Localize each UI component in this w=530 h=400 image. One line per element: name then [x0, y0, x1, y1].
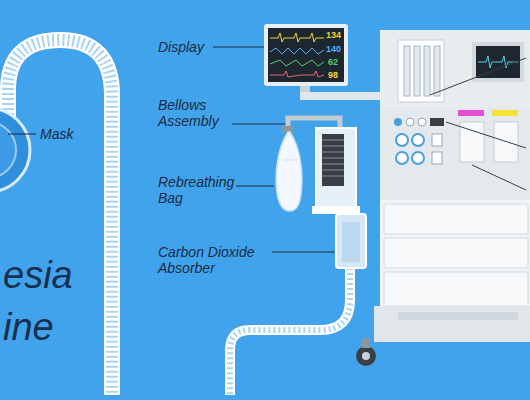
co2-absorber: [336, 214, 366, 268]
rebreathing-bag: [276, 132, 302, 211]
title-fragment: esia: [3, 254, 73, 298]
vaporizer-tag: [492, 110, 518, 116]
bellows-pipe: [288, 118, 340, 128]
bellows-base: [312, 206, 360, 214]
control-panel: [380, 108, 530, 200]
absorber-granules: [342, 222, 360, 262]
leader-line: [232, 124, 290, 125]
part-label: Mask: [40, 126, 73, 142]
vital-reading: 134: [326, 30, 341, 40]
part-label: Carbon Dioxide Absorber: [158, 244, 270, 276]
wheel-stem: [362, 338, 370, 348]
lower-hose-ribs: [230, 268, 350, 395]
monitor-screen: [268, 28, 344, 82]
machine-screen: [476, 46, 520, 78]
leader-line: [472, 165, 526, 190]
bellows-housing: [316, 128, 356, 208]
waveform: [270, 33, 324, 42]
vital-reading: 62: [328, 57, 338, 67]
part-label: Display: [158, 39, 204, 55]
leader-line: [236, 186, 274, 187]
waveform: [270, 48, 324, 54]
waveform: [270, 60, 324, 66]
machine-base: [374, 306, 530, 342]
part-label: Bellows Assembly: [158, 97, 236, 129]
bag-fold: [283, 160, 297, 161]
waveform: [478, 56, 518, 68]
drawers: [384, 204, 528, 306]
lower-hose: [230, 268, 350, 395]
pressure-gauges: [396, 134, 442, 164]
mask: [0, 108, 30, 192]
title-fragment: ine: [3, 306, 54, 350]
waveform: [270, 71, 324, 77]
monitor-frame: [264, 24, 348, 86]
leader-line: [8, 134, 36, 135]
wheel: [356, 346, 376, 366]
bellows: [322, 134, 344, 186]
part-label: Rebreathing Bag: [158, 174, 244, 206]
leader-line: [272, 252, 335, 253]
monitor-arm: [300, 92, 382, 100]
control-knobs: [394, 118, 444, 126]
vaporizer-tag: [458, 110, 484, 116]
leader-line: [446, 122, 526, 148]
wheel-hub: [362, 352, 370, 360]
machine-body: [380, 30, 530, 310]
vital-reading: 98: [328, 70, 338, 80]
bag-connector: [282, 126, 294, 132]
machine-top: [380, 30, 530, 108]
mask-inner: [0, 122, 16, 178]
base-rail: [398, 312, 518, 320]
leader-line: [213, 47, 264, 48]
vital-reading: 140: [326, 44, 341, 54]
leader-line: [430, 58, 526, 95]
flowmeter-tubes: [404, 46, 440, 96]
